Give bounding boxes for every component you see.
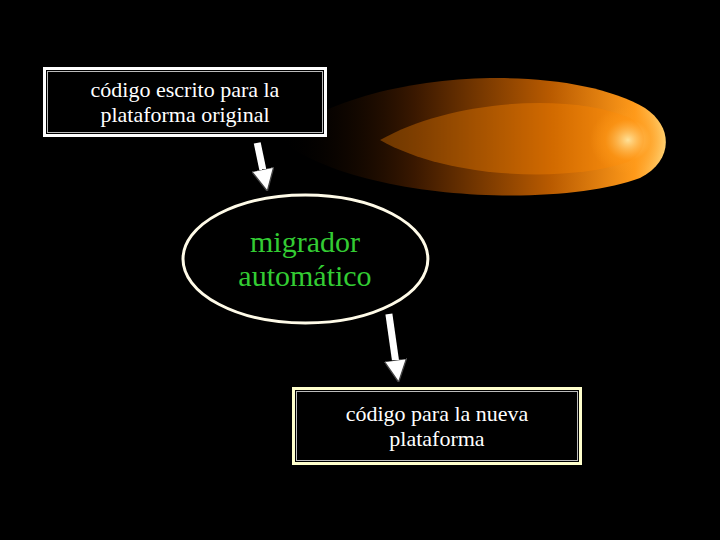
box-label: código escrito para la plataforma origin…	[54, 77, 316, 128]
ellipse-border	[183, 195, 428, 323]
flow-arrow	[257, 143, 265, 180]
migrator-ellipse: migrador automático	[181, 193, 430, 325]
box-label: código para la nueva plataforma	[303, 401, 571, 452]
comet-tail	[280, 78, 666, 195]
process-label: migrador automático	[219, 225, 391, 294]
target-code-box: código para la nueva plataforma	[292, 387, 582, 465]
source-code-box: código escrito para la plataforma origin…	[43, 67, 327, 137]
flow-arrow	[389, 314, 397, 371]
comet-head	[590, 106, 666, 174]
